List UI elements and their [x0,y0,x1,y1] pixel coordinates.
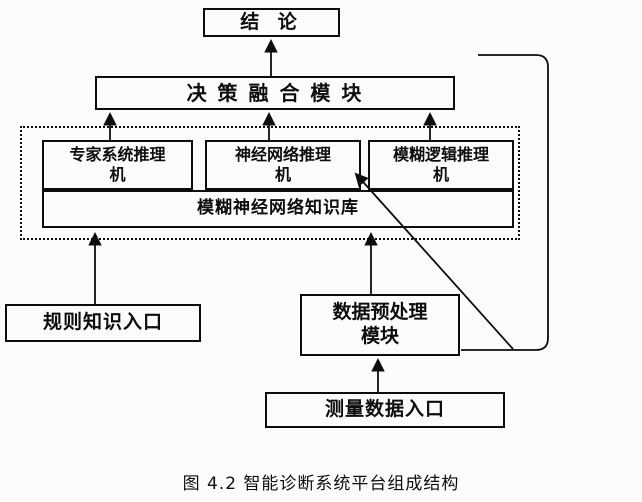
node-rule-knowledge-entry: 规则知识入口 [5,304,201,342]
node-expert-system-inference: 专家系统推理 机 [42,140,193,190]
node-decision-fusion-module: 决 策 融 合 模 块 [95,76,455,110]
node-fuzzy-neural-knowledge-base: 模糊神经网络知识库 [42,190,514,228]
node-neural-network-inference: 神经网络推理 机 [205,140,361,190]
node-fuzzy-logic-inference: 模糊逻辑推理 机 [368,140,514,190]
node-data-preprocessing-module: 数据预处理 模块 [300,294,460,356]
figure-caption: 图 4.2 智能诊断系统平台组成结构 [182,474,460,494]
node-conclusion: 结 论 [203,8,340,37]
node-measurement-data-entry: 测量数据入口 [265,392,505,428]
